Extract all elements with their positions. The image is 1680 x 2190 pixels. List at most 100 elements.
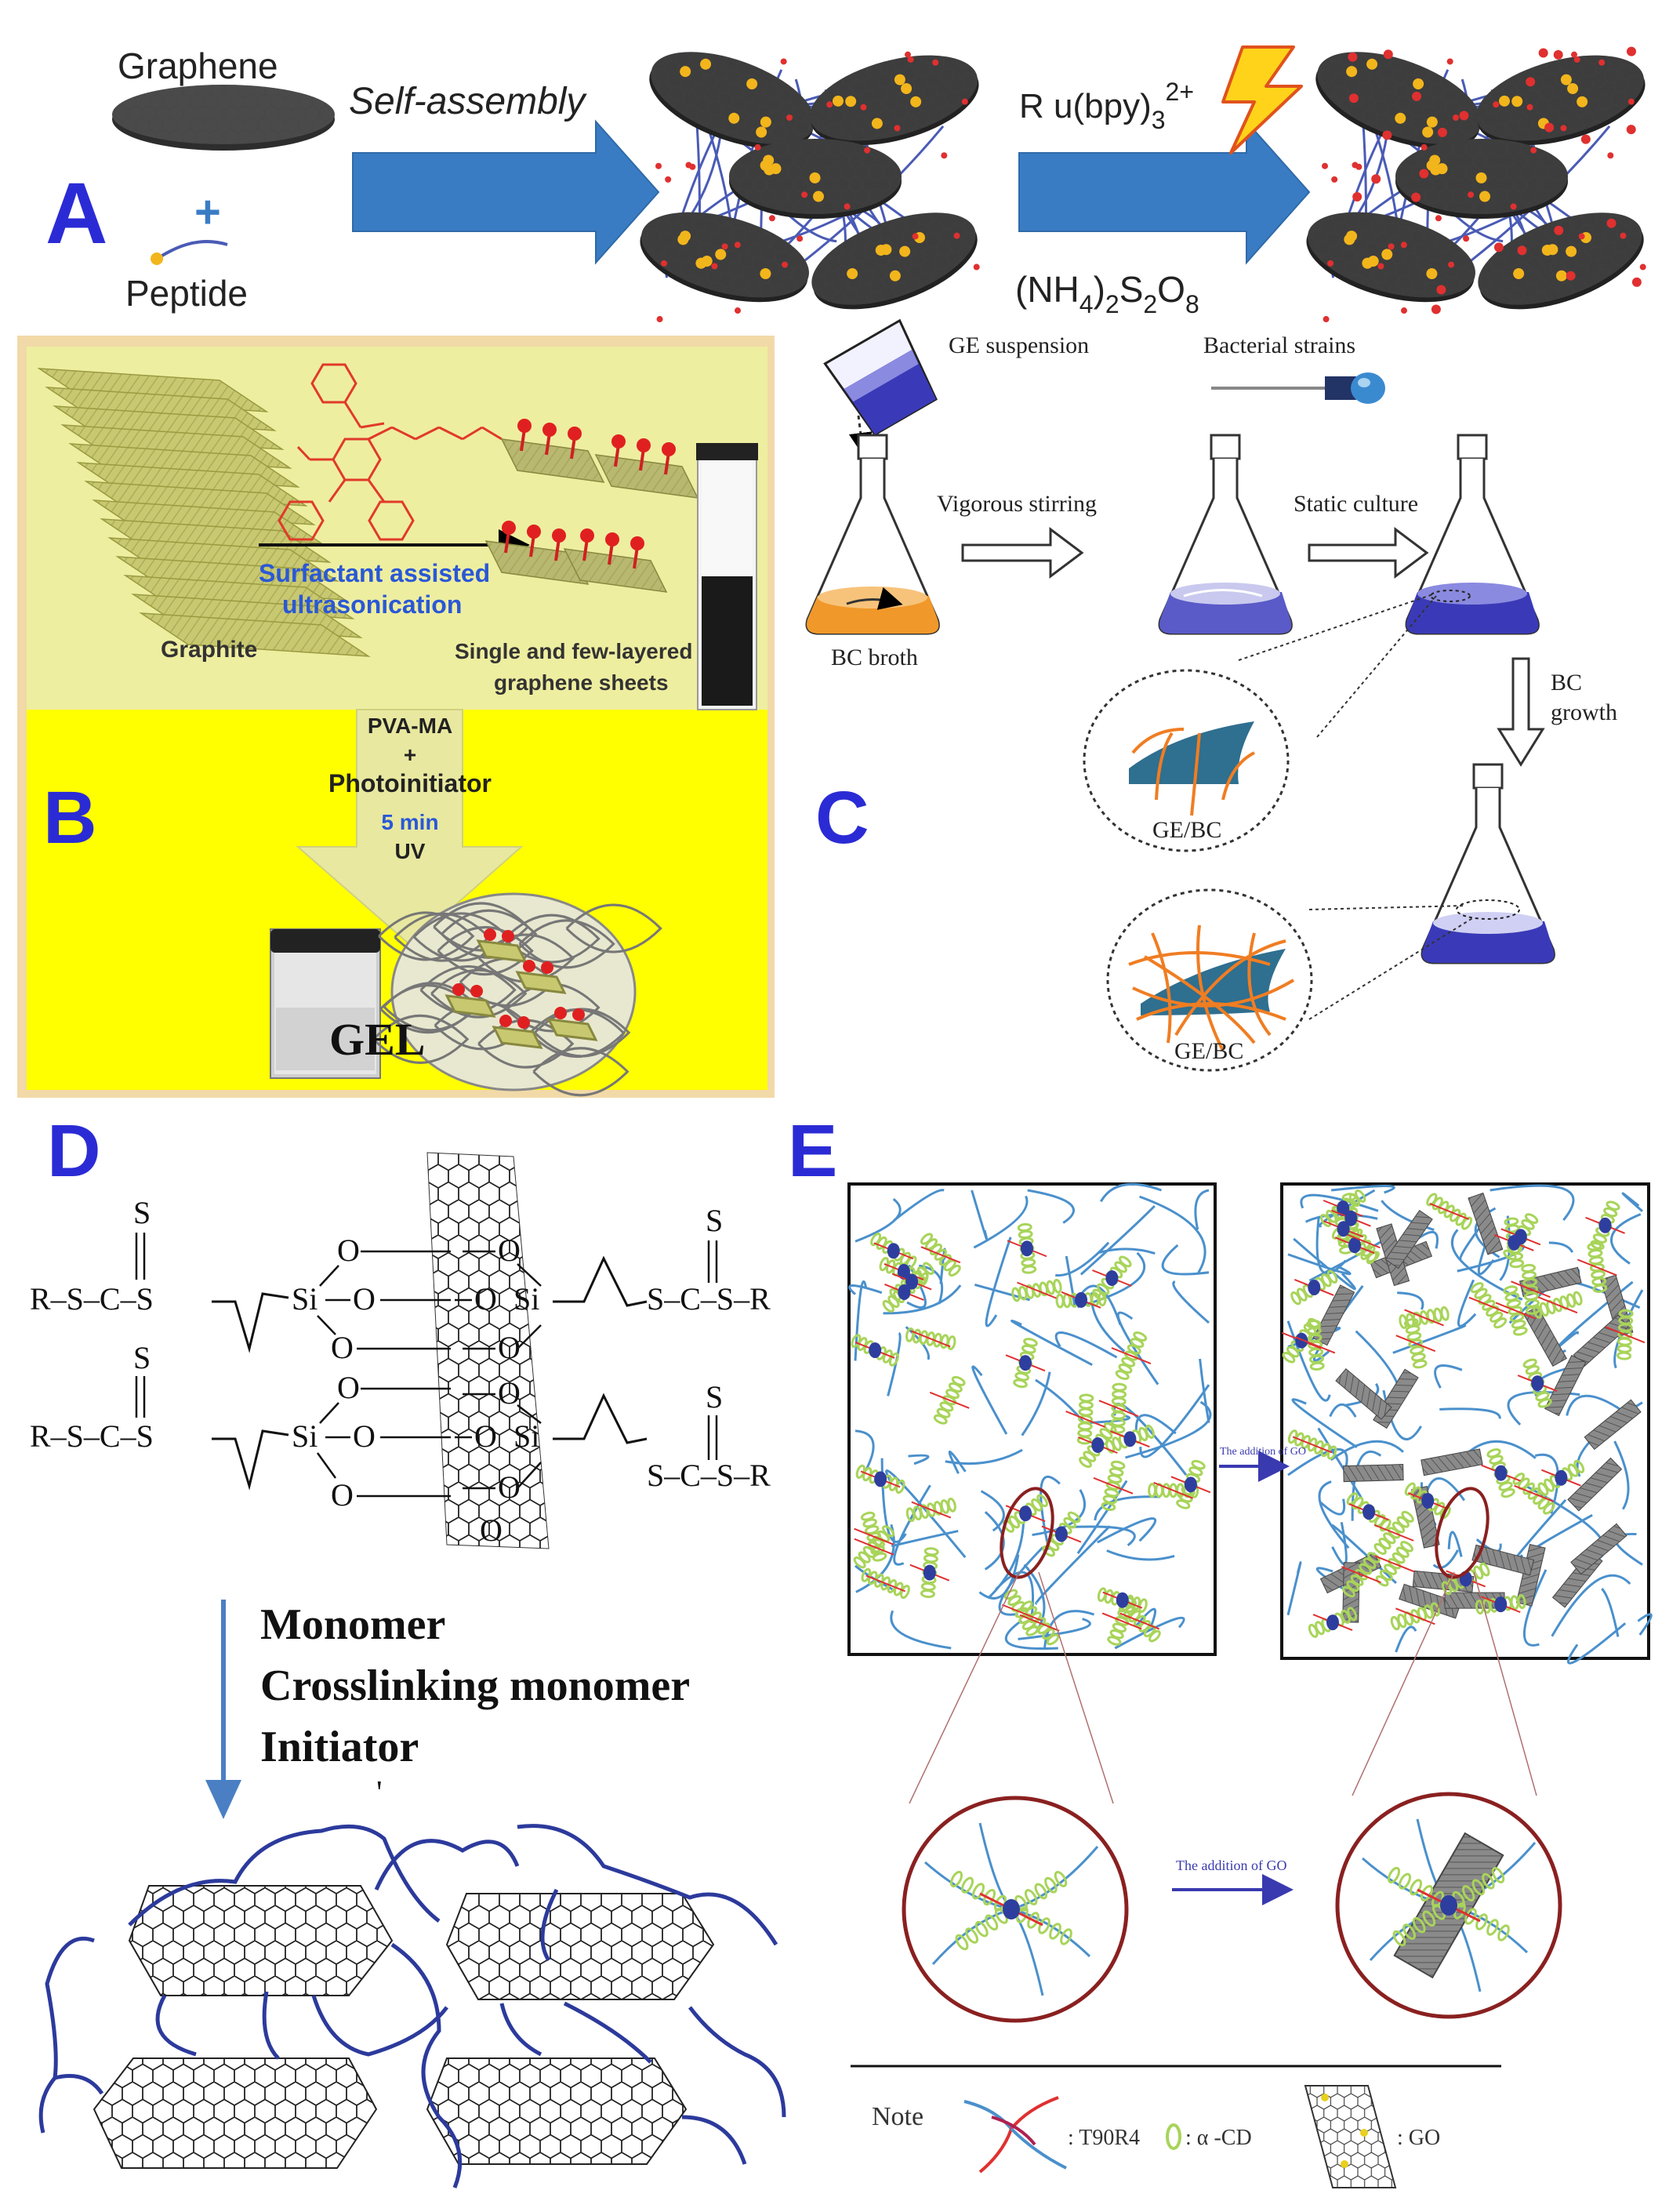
dityrosine-crosslinks [1348,46,1642,314]
row2-left-chain: R–S–C–S [30,1418,154,1454]
tick-mark: ' [376,1775,383,1811]
static-culture-arrow [1308,527,1429,579]
graphite-stack-icon [37,368,371,657]
legend-cd-label: : α -CD [1185,2126,1252,2150]
star-cores [854,1240,1211,1632]
step-line1: Monomer [260,1600,445,1649]
gel-network-icon [372,892,662,1097]
row2-o-e: O [474,1418,497,1454]
graphene-sheet [1395,139,1568,219]
flask-static [1405,434,1540,635]
zoom-circle-right [1335,1792,1562,2019]
zoom-cd-rings [949,1870,1072,1951]
self-assembly-arrow [352,119,660,265]
panel-b: Graphite Surfactant assisted ultrasonica… [17,336,775,1098]
row1-o-c: O [331,1330,354,1365]
row2-o-f: O [498,1469,521,1505]
row1-right-top-s: S [706,1203,723,1238]
static-culture-label: Static culture [1294,491,1418,517]
lightning-icon [1221,45,1303,154]
bc-broth-label: BC broth [831,645,918,670]
row1-left-chain: R–S–C–S [30,1281,154,1317]
zoom-lines-1 [1238,594,1437,738]
legend-go-label: : GO [1397,2126,1440,2150]
assembly-cluster-2 [1306,46,1646,323]
reagent-line1: PVA-MA [368,714,452,738]
flask-bc-grown [1421,763,1555,964]
silane-structure: R–S–C–S S Si O O O O O O Si S–C–S–R [30,1195,771,1548]
process-label-line1: Surfactant assisted [259,559,490,587]
graphene-label: Graphene [118,45,278,86]
ge-bc-inset-2 [1106,888,1313,1072]
graphene-sheet-bottom-4 [426,2057,688,2165]
row1-o-b: O [353,1281,376,1317]
row1-si-right: Si [513,1281,539,1317]
flask-bc-broth [805,434,940,635]
panel-e: E The addition of GO [788,1110,1653,2188]
note-label: Note [872,2102,923,2131]
row2-right-top-s: S [706,1379,723,1415]
oxidation-arrow [1018,119,1311,265]
addition-label-bottom: The addition of GO [1176,1858,1286,1873]
row2-si-left: Si [292,1418,317,1454]
polymerization-arrow [205,1600,241,1819]
graphene-sheet [1476,55,1646,146]
process-label-line2: ultrasonication [282,590,462,619]
row2-o-c: O [331,1477,354,1513]
graphene-sheet [1478,212,1644,310]
bc-growth-arrow [1497,657,1545,767]
vigorous-stirring-label: Vigorous stirring [937,491,1097,517]
graphene-sheet [810,55,979,146]
peptide-label: Peptide [125,273,248,314]
zoom-lines-2 [1308,905,1475,1020]
row2-right-chain: S–C–S–R [647,1458,771,1493]
zoom-core [1003,1899,1020,1919]
reagent-line2: + [404,743,416,767]
assembly-cluster-1 [640,51,980,323]
highlight-ring-right [1435,1487,1490,1579]
ge-bc-inset-1 [1083,669,1290,852]
graphene-sheet [811,212,978,310]
oxidant-label: (NH4)2S2O8 [1015,269,1199,318]
row2-o-g: O [480,1513,503,1548]
row1-si-left: Si [292,1281,317,1317]
row1-o-d: O [498,1233,521,1268]
exfoliated-sheets-icon [484,419,699,593]
graphene-sheet [729,139,902,219]
go-legend-icon [1304,2085,1397,2188]
chain-ends [1322,51,1646,323]
go-sheets [1312,1192,1642,1623]
graphene-sheet [649,52,815,149]
crosslink-step-arrow [296,709,524,946]
row1-top-s: S [133,1195,151,1230]
step-line3: Initiator [260,1723,419,1771]
time-label: 5 min [381,810,438,834]
panel-d-letter: D [47,1110,101,1193]
panel-d: D R–S–C–S S Si O O O O O O [30,1110,786,2188]
panel-a: A Graphene + Peptide Self-assembly R u(b… [45,45,1646,323]
bacterial-strains-label: Bacterial strains [1203,332,1355,358]
graphene-sheet-icon [112,85,335,151]
panel-e-letter: E [788,1110,837,1193]
row2-top-s: S [133,1340,151,1375]
graphene-sheet [1315,52,1482,149]
network-box-left [847,1182,1217,1656]
alpha-cd-legend-icon [1166,2123,1181,2150]
graphene-sheet-bottom-1 [128,1885,394,1996]
panel-a-letter: A [45,165,107,262]
gel-label: GEL [329,1014,426,1065]
zoom-core [1440,1895,1457,1916]
bc-growth-label-line1: BC [1551,670,1582,695]
catalyst-label: R u(bpy)32+ [1019,78,1194,134]
graphene-sheet-bottom-3 [93,2057,378,2169]
step-line2: Crosslinking monomer [260,1662,690,1710]
row1-right-chain: S–C–S–R [647,1281,771,1317]
addition-label-top: The addition of GO [1220,1446,1306,1458]
graphene-sheet [1306,212,1475,303]
zoom-lines-e [909,1571,1537,1804]
reagent-line3: Photoinitiator [328,769,492,797]
self-assembly-label: Self-assembly [349,81,587,122]
chain-ends [655,51,980,323]
dropper-icon [1211,372,1385,404]
